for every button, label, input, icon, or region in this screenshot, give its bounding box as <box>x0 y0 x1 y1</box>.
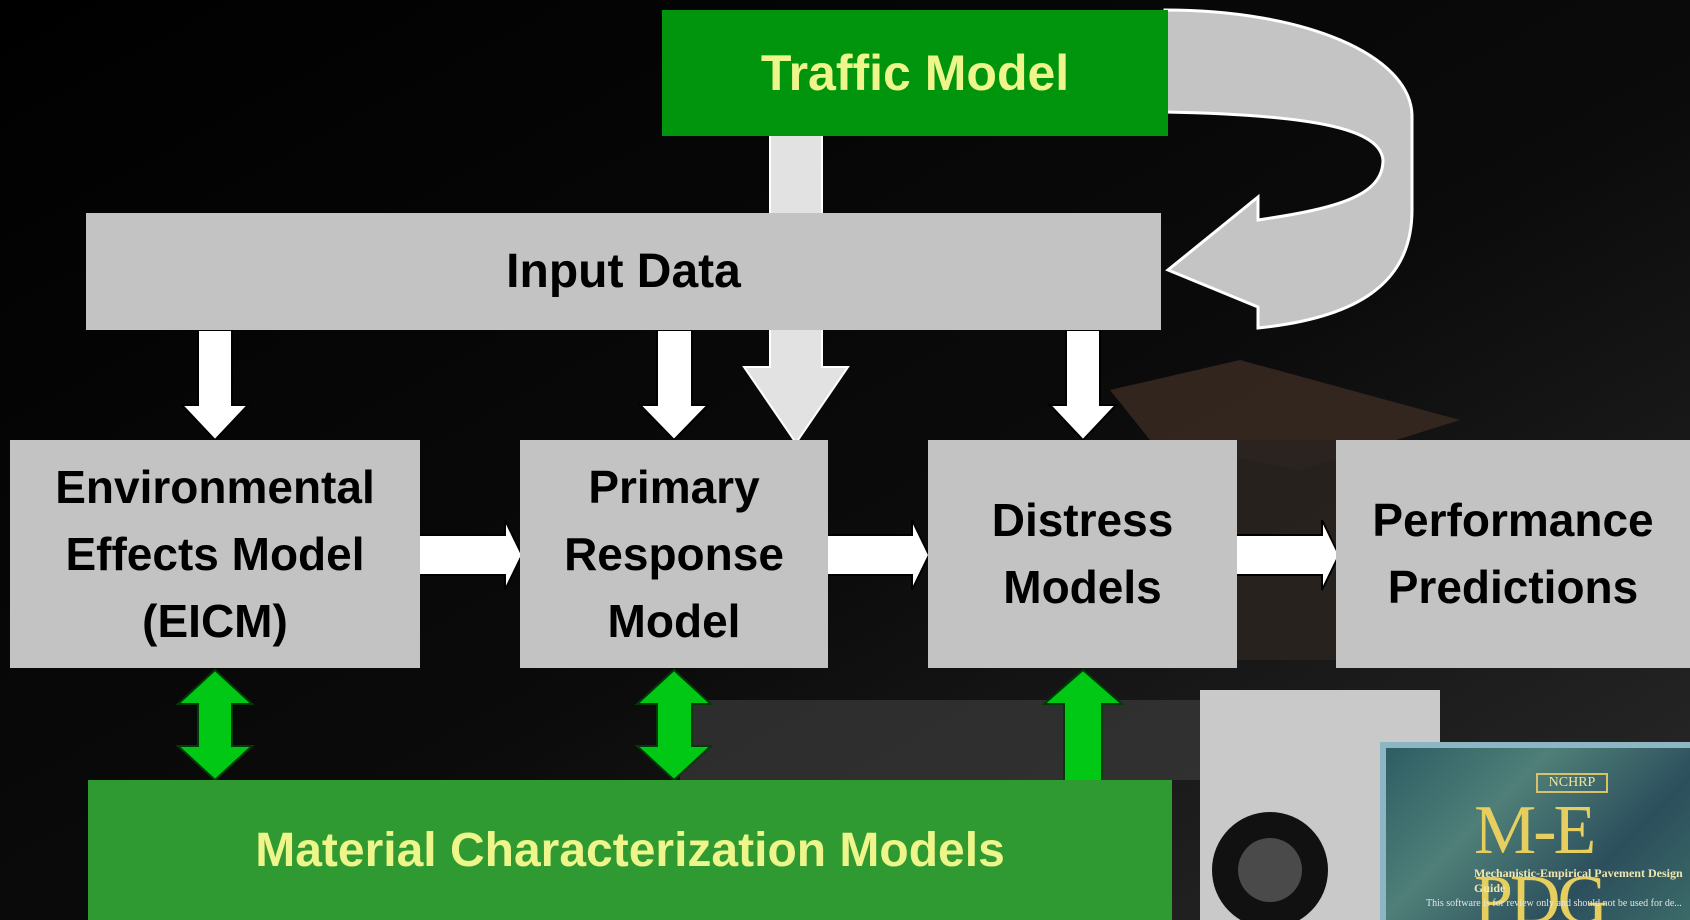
primary-to-distress-arrow <box>825 519 931 591</box>
distress-line-1: Distress <box>991 494 1174 546</box>
primary-line-2: Response <box>564 527 784 580</box>
distress-models-box: Distress Models <box>928 440 1237 668</box>
performance-predictions-box: Performance Predictions <box>1336 440 1690 668</box>
mepdg-title: M-E PDG <box>1474 792 1608 920</box>
performance-line-1: Performance <box>1372 494 1654 546</box>
primary-line-3: Model <box>607 594 741 647</box>
background-wheel-hub <box>1238 838 1302 902</box>
distress-to-performance-arrow <box>1234 519 1341 591</box>
input-data-box: Input Data <box>86 213 1161 330</box>
material-characterization-label: Material Characterization Models <box>255 823 1005 877</box>
traffic-model-box: Traffic Model <box>662 10 1168 136</box>
nchrp-badge: NCHRP <box>1536 773 1608 793</box>
primary-line-1: Primary <box>588 460 760 513</box>
environmental-effects-box: Environmental Effects Model (EICM) <box>10 440 420 668</box>
primary-material-double-arrow <box>634 668 714 782</box>
traffic-to-input-curved-arrow <box>1163 8 1414 330</box>
primary-response-box: Primary Response Model <box>520 440 828 668</box>
mepdg-cover-image: NCHRP M-E PDG Mechanistic-Empirical Pave… <box>1380 742 1690 920</box>
background-truck-bed <box>680 700 1200 780</box>
input-to-environmental-arrow <box>179 329 251 442</box>
environmental-material-double-arrow <box>175 668 255 782</box>
distress-line-2: Models <box>1003 561 1162 613</box>
input-to-primary-arrow <box>637 329 711 442</box>
environmental-line-2: Effects Model <box>65 527 365 580</box>
input-to-distress-arrow <box>1047 329 1119 442</box>
environmental-line-3: (EICM) <box>142 594 288 647</box>
traffic-model-label: Traffic Model <box>760 45 1070 101</box>
environmental-line-1: Environmental <box>55 460 375 513</box>
material-to-distress-arrow <box>1041 668 1125 783</box>
input-data-label: Input Data <box>506 245 741 298</box>
material-characterization-box: Material Characterization Models <box>88 780 1172 920</box>
mepdg-note: This software is for review only and sho… <box>1426 898 1682 909</box>
environmental-to-primary-arrow <box>417 519 524 591</box>
performance-line-2: Predictions <box>1387 561 1639 613</box>
mepdg-subtitle: Mechanistic-Empirical Pavement Design Gu… <box>1474 866 1683 895</box>
